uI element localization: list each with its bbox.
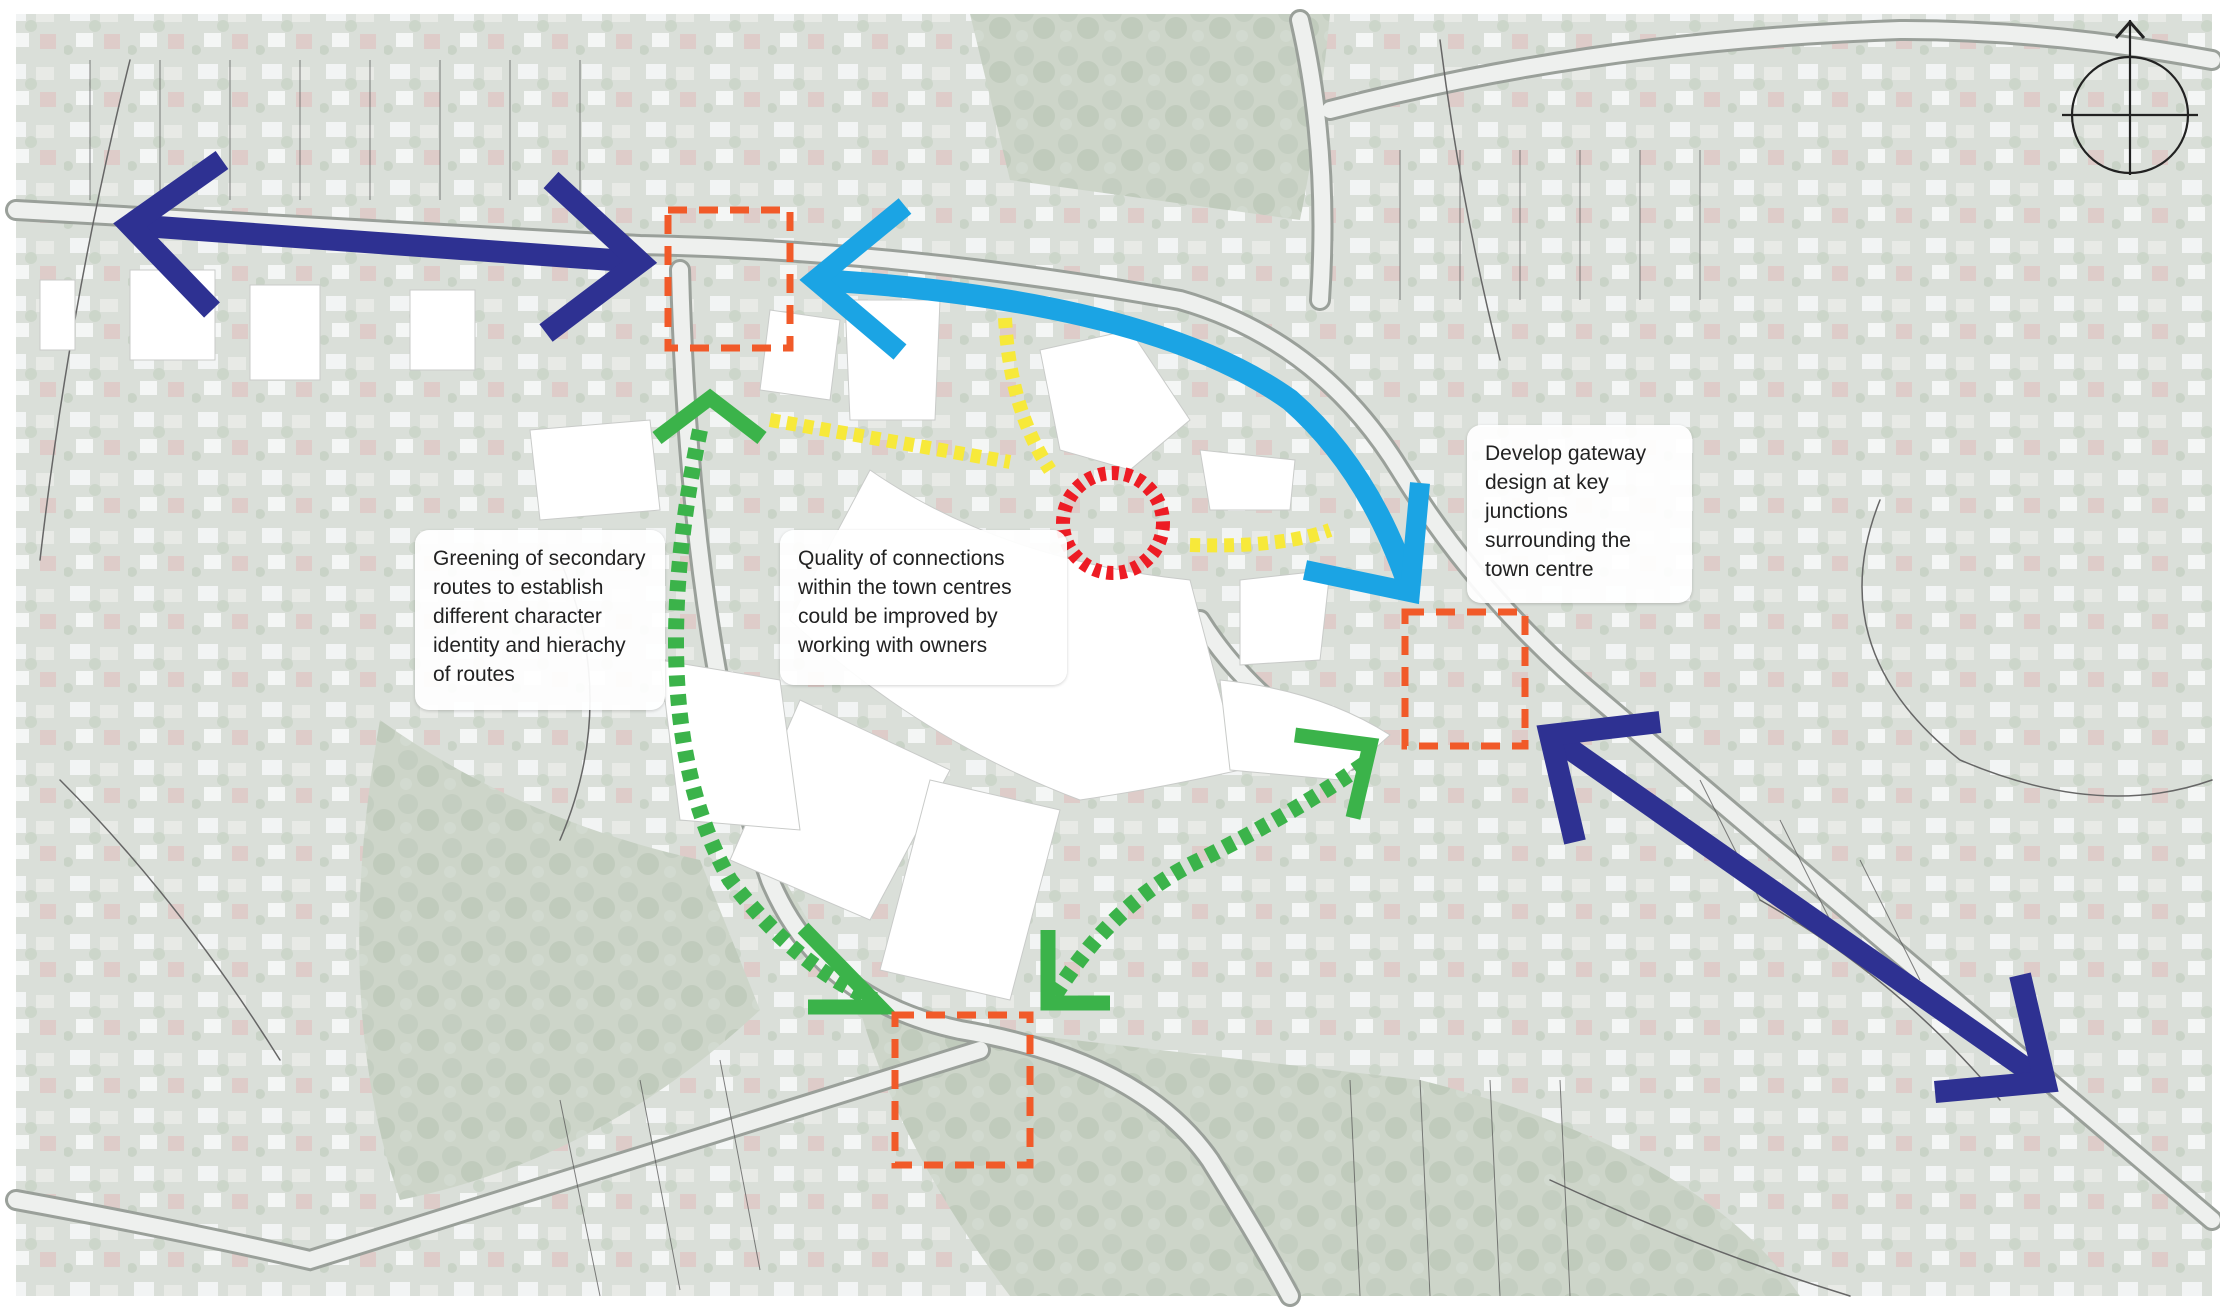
pedestrian-link-yellow-2 [998, 317, 1056, 474]
annotation-greening: Greening of secondary routes to establis… [415, 530, 665, 710]
property-boundaries [89, 60, 1921, 1297]
primary-route-southeast-arrowhead-nw [1536, 711, 1662, 845]
central-node [1056, 466, 1170, 580]
green-arrowhead-east [1294, 727, 1380, 820]
gateway-junction-south [891, 1011, 1034, 1169]
annotation-gateway-text: Develop gateway design at key junctions … [1485, 442, 1647, 581]
annotation-gateway: Develop gateway design at key junctions … [1467, 425, 1692, 603]
primary-route-west-line [129, 214, 641, 273]
primary-route-west-arrowhead-east [539, 171, 658, 342]
green-arrowhead-southwest [797, 922, 898, 1015]
internal-link-arrowhead-south [1302, 482, 1430, 605]
green-arrowhead-south [1040, 930, 1110, 1011]
primary-route-southeast-line [1543, 725, 2052, 1092]
annotation-quality-text: Quality of connections within the town c… [798, 547, 1012, 657]
annotation-quality: Quality of connections within the town c… [780, 530, 1067, 685]
primary-route-west-arrowhead [113, 151, 229, 318]
proposal-overlay [113, 151, 2059, 1169]
annotation-greening-text: Greening of secondary routes to establis… [433, 547, 646, 686]
primary-route-southeast-arrowhead-se [1934, 972, 2059, 1103]
green-arrowhead-north [652, 388, 767, 444]
pedestrian-link-yellow-3 [1189, 523, 1333, 553]
green-route-western [668, 428, 879, 1008]
internal-link-arrowhead-west [799, 198, 912, 360]
internal-link-arrow-line [817, 269, 1421, 594]
gateway-junction-east [1401, 608, 1529, 750]
north-arrow-icon [2062, 19, 2198, 175]
pedestrian-link-yellow-1 [768, 413, 1012, 469]
green-route-southern [1048, 753, 1375, 1000]
gateway-junction-north [664, 206, 794, 352]
